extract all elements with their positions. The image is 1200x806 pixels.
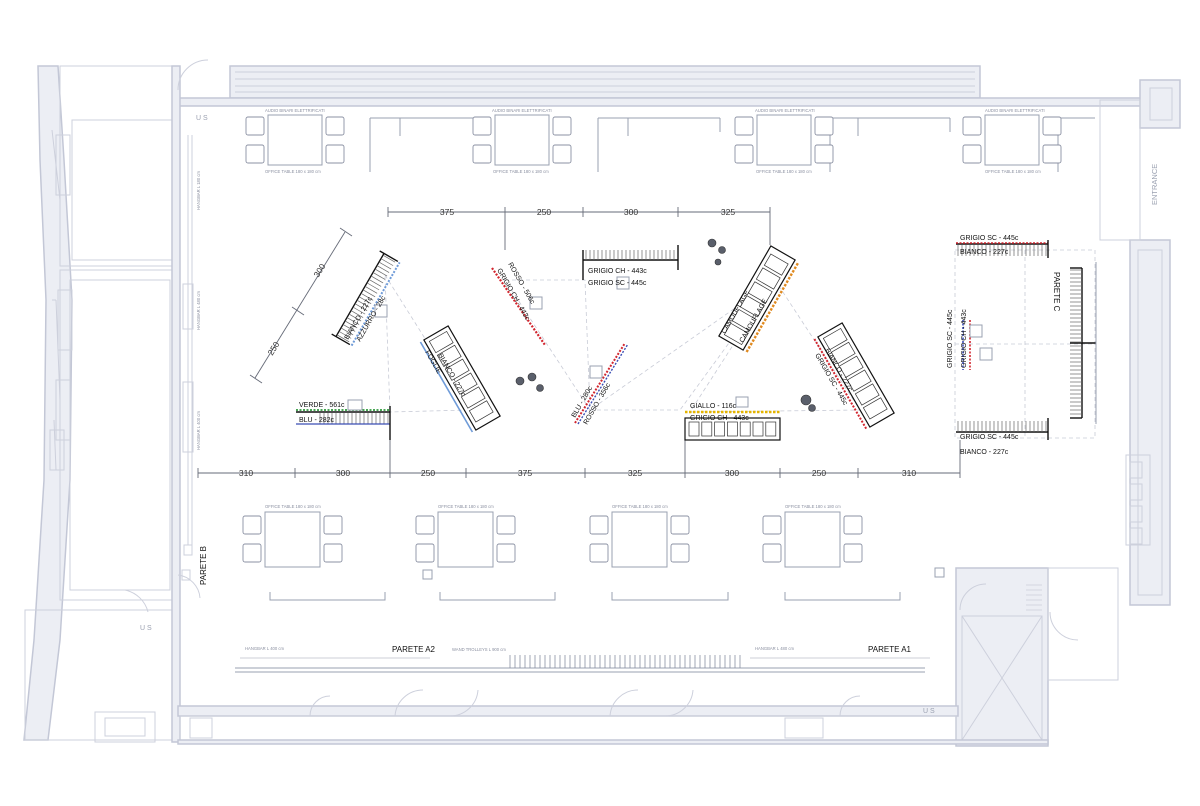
- note-office-table-2: OFFICE TABLE 180 x 180 cm: [493, 169, 549, 174]
- office-table: [242, 511, 343, 568]
- dim-bottom-5: 325: [628, 468, 642, 478]
- rack-parete-c-vertical: [1070, 262, 1097, 424]
- dimension-lines: 375 250 300 325 310 300 250 375 325 300 …: [197, 207, 961, 478]
- bottom-hangbar: [235, 655, 930, 673]
- label-grigio-ch-d: GRIGIO CH - 443c: [961, 309, 968, 368]
- rack-grigio-ch-top: [582, 245, 679, 280]
- dim-top-1: 375: [440, 207, 454, 217]
- note-wand-trolley: WAND TROLLEYS L 900 cm: [452, 647, 506, 652]
- label-parete-a2: PARETE A2: [392, 645, 436, 654]
- wall-labels: PARETE A1 PARETE A2 PARETE B PARETE C EN…: [140, 115, 1159, 715]
- office-table: [245, 114, 345, 166]
- label-bianco-227-d: BIANCO - 227c: [960, 249, 1009, 256]
- dim-top-3: 300: [624, 207, 638, 217]
- office-tables-bottom: [242, 511, 945, 580]
- note-office-table-7: OFFICE TABLE 180 x 180 cm: [612, 504, 668, 509]
- dim-bottom-4: 375: [518, 468, 532, 478]
- rack-bianco-grigio-right: [813, 322, 895, 430]
- label-grigio-sc-d: GRIGIO SC - 445c: [947, 309, 954, 368]
- note-binari-3: AUDIO BINARI ELETTRIFICATI: [755, 108, 815, 113]
- label-us-left: U S: [140, 625, 152, 632]
- note-hangbar-400: HANGBAR L 400 cm: [245, 646, 284, 651]
- office-table: [734, 114, 834, 166]
- dim-top-2: 250: [537, 207, 551, 217]
- note-binari-1: AUDIO BINARI ELETTRIFICATI: [265, 108, 325, 113]
- rack-parete-c-bottom: [956, 418, 1049, 440]
- label-us-top: U S: [196, 115, 208, 122]
- dim-diagonal-2: 250: [265, 340, 281, 358]
- note-hangbar-left-3: HANGBAR L 400 cm: [196, 411, 201, 450]
- dim-bottom-6: 300: [725, 468, 739, 478]
- label-grigio-sc-c: GRIGIO SC - 445c: [960, 235, 1019, 242]
- dim-top-4: 325: [721, 207, 735, 217]
- dim-bottom-8: 310: [902, 468, 916, 478]
- label-grigio-ch-b: GRIGIO CH - 443c: [588, 268, 647, 275]
- note-office-table-5: OFFICE TABLE 180 x 180 cm: [265, 504, 321, 509]
- rack-rosso-506: [491, 267, 546, 346]
- building-walls: [23, 59, 1181, 747]
- note-hangbar-480: HANGBAR L 480 cm: [755, 646, 794, 651]
- top-partitions: [369, 117, 1095, 172]
- office-table: [962, 114, 1062, 166]
- rack-camouflage: [718, 245, 800, 353]
- rack-foglie: [419, 325, 501, 433]
- office-tables-top: [245, 114, 1062, 166]
- note-office-table-1: OFFICE TABLE 180 x 180 cm: [265, 169, 321, 174]
- label-grigio-sc-e: GRIGIO SC - 445c: [960, 434, 1019, 441]
- note-office-table-6: OFFICE TABLE 180 x 180 cm: [438, 504, 494, 509]
- rack-giallo: [684, 396, 781, 441]
- dim-bottom-7: 250: [812, 468, 826, 478]
- racks: [296, 238, 1097, 441]
- dim-bottom-2: 300: [336, 468, 350, 478]
- note-hangbar-left-2: HANGBAR L 480 cm: [196, 291, 201, 330]
- label-parete-b: PARETE B: [199, 546, 208, 585]
- label-blu-282: BLU - 282c: [299, 417, 335, 424]
- label-us-bottom: U S: [923, 708, 935, 715]
- label-grigio-sc-a: GRIGIO SC - 445c: [588, 280, 647, 287]
- note-hangbar-left-1: HANGBAR L 180 cm: [196, 171, 201, 210]
- small-notes: AUDIO BINARI ELETTRIFICATI AUDIO BINARI …: [196, 108, 1045, 652]
- note-office-table-8: OFFICE TABLE 180 x 180 cm: [785, 504, 841, 509]
- office-table: [472, 114, 572, 166]
- note-office-table-3: OFFICE TABLE 180 x 180 cm: [756, 169, 812, 174]
- label-bianco-227-e: BIANCO - 227c: [960, 449, 1009, 456]
- bottom-partitions: [269, 592, 901, 601]
- label-parete-a1: PARETE A1: [868, 645, 912, 654]
- office-table: [589, 511, 690, 568]
- rack-verde-blu: [296, 399, 391, 440]
- label-entrance: ENTRANCE: [1150, 164, 1159, 205]
- rack-labels: VERDE - 561c BLU - 282c BIANCO - 227c AZ…: [299, 235, 1019, 456]
- office-table: [415, 511, 516, 568]
- label-giallo: GIALLO - 116c: [690, 403, 737, 410]
- rack-blu-rosso: [574, 342, 626, 424]
- rack-parete-c-top: [956, 240, 1049, 258]
- label-grigio-ch-c: GRIGIO CH - 443c: [690, 415, 749, 422]
- note-office-table-4: OFFICE TABLE 180 x 180 cm: [985, 169, 1041, 174]
- dim-bottom-1: 310: [239, 468, 253, 478]
- note-binari-4: AUDIO BINARI ELETTRIFICATI: [985, 108, 1045, 113]
- label-verde: VERDE - 561c: [299, 402, 345, 409]
- dim-bottom-3: 250: [421, 468, 435, 478]
- office-table: [762, 511, 863, 568]
- note-binari-2: AUDIO BINARI ELETTRIFICATI: [492, 108, 552, 113]
- label-parete-c: PARETE C: [1052, 272, 1061, 312]
